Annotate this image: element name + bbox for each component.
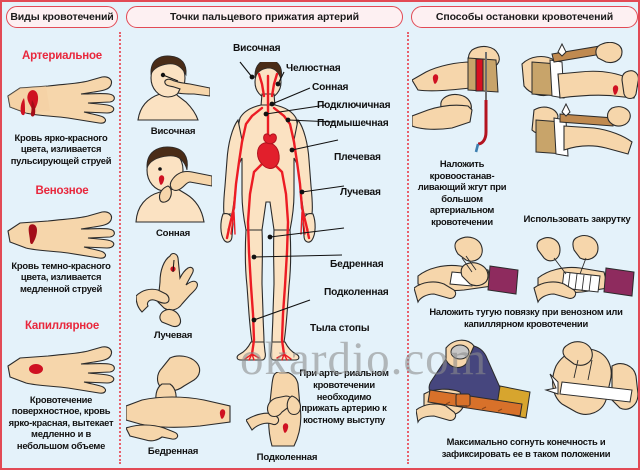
annotation-dorsalis-pedis: Тыла стопы (310, 323, 370, 334)
column-header-pressure-points: Точки пальцевого прижатия артерий (126, 6, 403, 28)
pressure-points-note: При арте- риальном кровотечении необходи… (299, 367, 389, 426)
bleeding-type-title-venous: Венозное (35, 185, 89, 197)
annotation-femoral: Бедренная (330, 259, 384, 270)
bleeding-type-title-arterial: Артериальное (21, 50, 103, 62)
thumbnail-caption-temporal: Височная (150, 126, 196, 137)
stop-method-caption-flexion: Максимально согнуть конечность и зафикси… (441, 436, 611, 459)
thumbnail-femoral (126, 355, 231, 442)
illustration-tourniquet (412, 45, 500, 153)
arm-illustration-venous (7, 211, 115, 259)
anatomy-figure (220, 62, 316, 361)
annotation-subclavian: Подключичная (317, 100, 391, 111)
annotation-maxillary: Челюстная (286, 63, 341, 74)
annotation-axillary: Подмышечная (317, 118, 389, 129)
bleeding-type-desc-capillary: Кровотечение поверхностное, кровь ярко-к… (8, 394, 114, 451)
annotation-popliteal: Подколенная (324, 287, 389, 298)
column-header-stop-methods: Способы остановки кровотечений (411, 6, 638, 28)
annotation-temporal: Височная (233, 43, 281, 54)
column-divider-right (407, 32, 409, 464)
annotation-carotid: Сонная (312, 82, 349, 93)
arm-illustration-arterial (7, 76, 115, 124)
thumbnail-caption-carotid: Сонная (155, 228, 191, 239)
thumbnail-temporal (137, 55, 210, 121)
stop-method-caption-twist: Использовать закрутку (523, 214, 631, 225)
stop-method-caption-tight-bandage: Наложить тугую повязку при венозном или … (429, 306, 623, 329)
column-divider-left (119, 32, 121, 464)
arm-illustration-capillary (7, 346, 115, 394)
thumbnail-caption-femoral: Бедренная (147, 446, 199, 457)
illustration-twist (521, 42, 638, 157)
illustration-tight-bandage (414, 235, 635, 304)
thumbnail-radial (136, 253, 198, 328)
annotation-brachial: Плечевая (334, 152, 381, 163)
bleeding-type-title-capillary: Капиллярное (24, 320, 100, 332)
column-header-bleeding-types: Виды кровотечений (6, 6, 118, 28)
stop-method-caption-tourniquet: Наложить кровоостанав- ливающий жгут при… (417, 158, 507, 227)
illustration-flexion (416, 339, 638, 424)
bleeding-type-desc-venous: Кровь темно-красного цвета, изливается м… (11, 260, 111, 294)
annotation-radial: Лучевая (340, 187, 381, 198)
bleeding-type-desc-arterial: Кровь ярко-красного цвета, изливается пу… (10, 132, 112, 166)
thumbnail-caption-radial: Лучевая (153, 330, 193, 341)
thumbnail-carotid (135, 146, 212, 223)
thumbnail-caption-popliteal: Подколенная (256, 452, 318, 463)
thumbnail-popliteal (246, 372, 302, 447)
